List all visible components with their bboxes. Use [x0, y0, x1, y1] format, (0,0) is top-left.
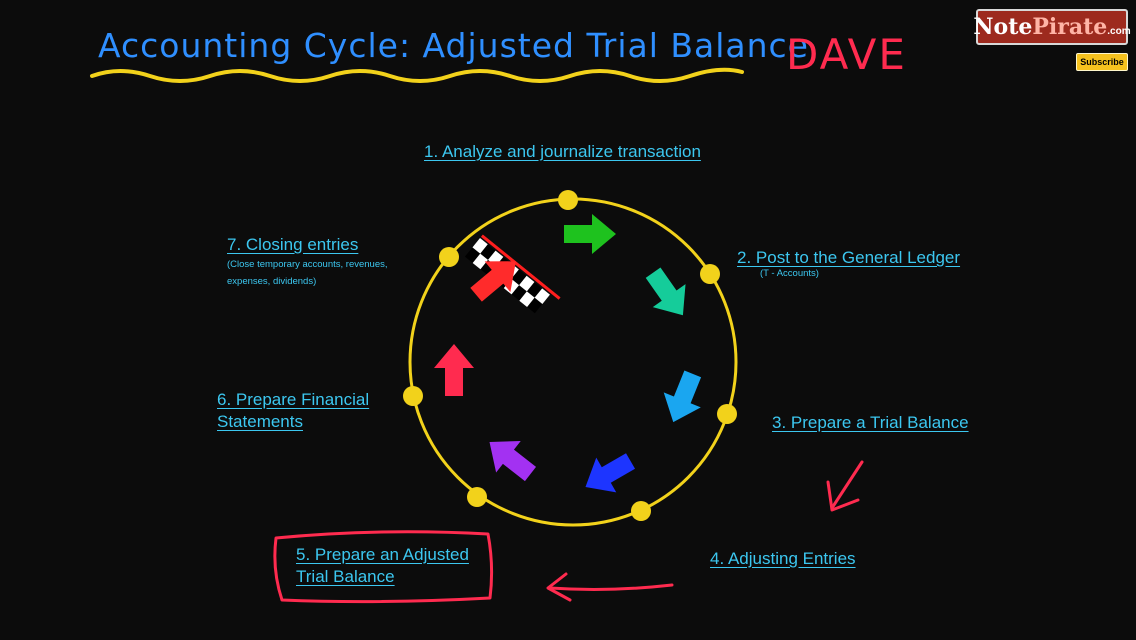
cycle-dot	[403, 386, 423, 406]
cycle-arrow-icon	[470, 261, 516, 302]
subscribe-button[interactable]: Subscribe	[1076, 53, 1128, 71]
logo-word-note: Note	[973, 14, 1033, 40]
step-7-label: 7. Closing entries	[227, 235, 359, 254]
cycle-arrow-icon	[434, 344, 474, 396]
step-4-label: 4. Adjusting Entries	[710, 549, 856, 568]
hand-drawn-arrow-icon	[826, 460, 864, 512]
cycle-dot	[558, 190, 578, 210]
hand-drawn-arrow-icon	[546, 572, 674, 602]
cycle-arrow-icon	[489, 441, 537, 482]
step-7-note: (Close temporary accounts, revenues, exp…	[227, 259, 388, 287]
cycle-dot	[717, 404, 737, 424]
step-6-label: 6. Prepare Financial Statements	[217, 390, 370, 431]
step-2-label: 2. Post to the General Ledger	[737, 248, 961, 267]
cycle-dot	[631, 501, 651, 521]
logo-word-pirate: Pirate	[1032, 14, 1108, 40]
author-name: DAVE	[786, 30, 907, 79]
cycle-dots	[403, 190, 737, 521]
cycle-dot	[700, 264, 720, 284]
step-2-note: (T - Accounts)	[760, 268, 819, 279]
step-3-label: 3. Prepare a Trial Balance	[772, 413, 969, 432]
cycle-dot	[467, 487, 487, 507]
logo-word-com: .com	[1107, 25, 1131, 37]
cycle-arrow-icon	[585, 453, 636, 493]
page-title: Accounting Cycle: Adjusted Trial Balance	[98, 26, 809, 65]
step-1-label: 1. Analyze and journalize transaction	[424, 142, 701, 161]
title-underline	[90, 67, 744, 83]
cycle-arrow-icon	[645, 267, 686, 316]
step-5-label: 5. Prepare an Adjusted Trial Balance	[296, 545, 469, 586]
notepirate-logo[interactable]: Note Pirate .com	[973, 9, 1131, 45]
cycle-arrow-icon	[663, 370, 702, 423]
step5-highlight-box	[273, 530, 494, 604]
cycle-arrow-icon	[564, 214, 616, 254]
cycle-dot	[439, 247, 459, 267]
